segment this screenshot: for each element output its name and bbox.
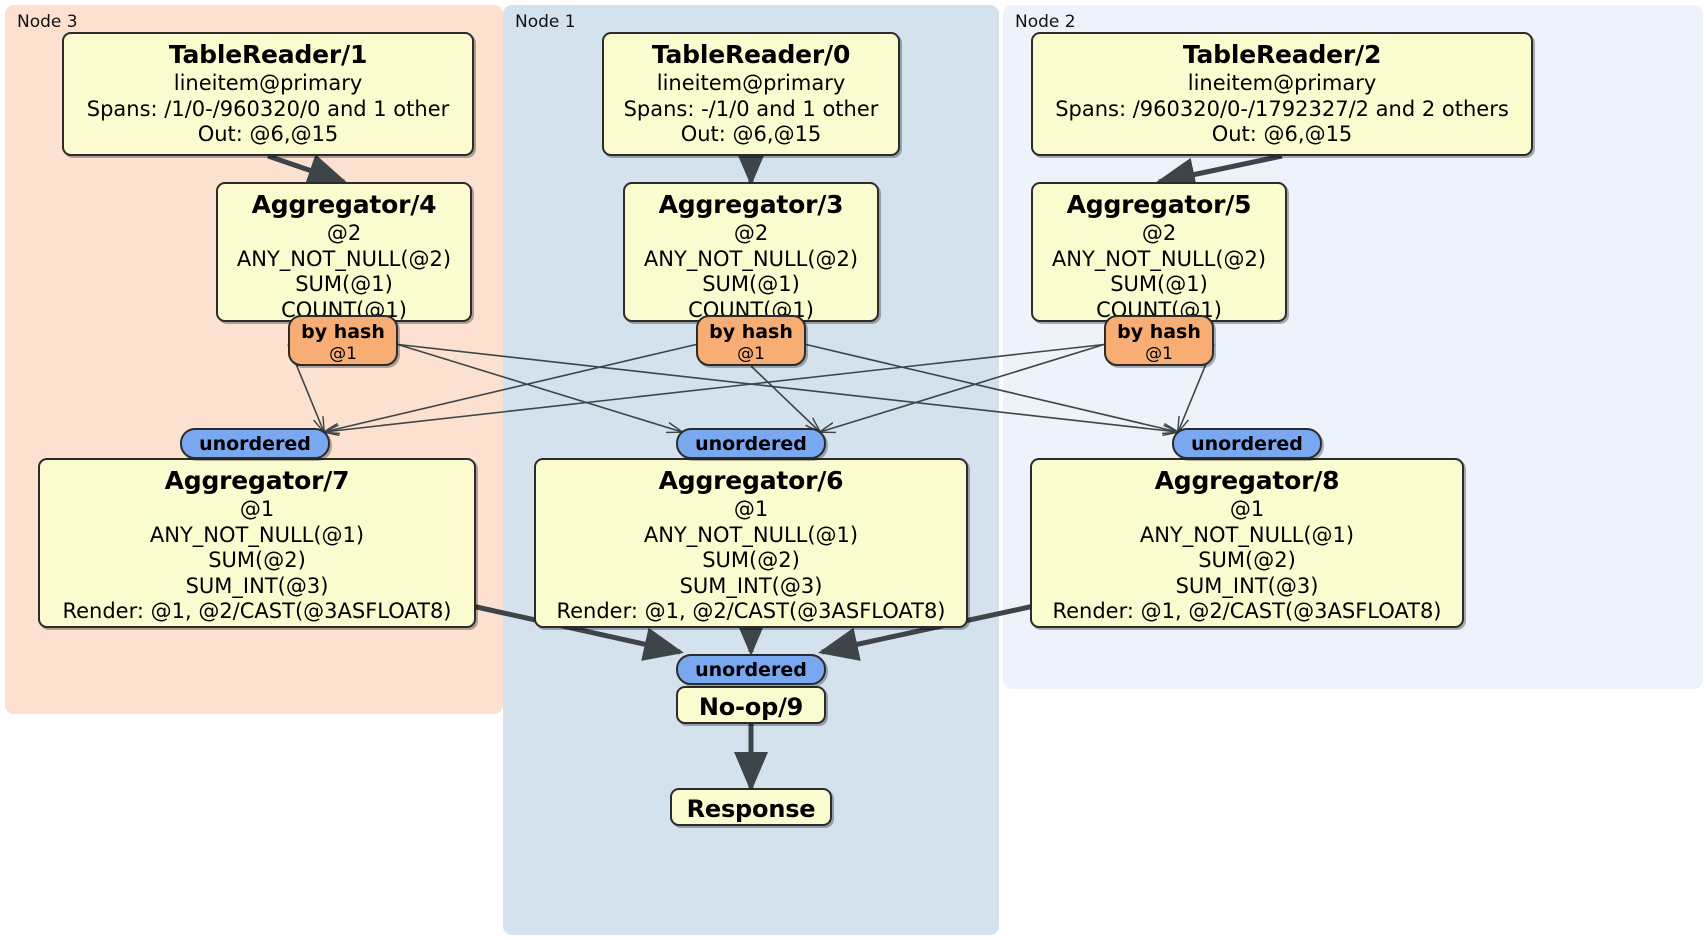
processor-detail-line: Render: @1, @2/CAST(@3ASFLOAT8) bbox=[1052, 599, 1442, 623]
processor-detail-line: @2 bbox=[1141, 221, 1177, 245]
router-hash4[interactable]: by hash@1 bbox=[288, 315, 398, 366]
processor-detail-line: lineitem@primary bbox=[173, 71, 363, 95]
processor-detail-line: ANY_NOT_NULL(@2) bbox=[1051, 246, 1267, 271]
processor-detail-line: @1 bbox=[239, 497, 275, 521]
router-sync9[interactable]: unordered bbox=[676, 654, 826, 685]
node-panel-label-node1: Node 1 bbox=[515, 12, 576, 32]
router-sync7[interactable]: unordered bbox=[180, 428, 330, 459]
processor-detail-line: Spans: /1/0-/960320/0 and 1 other bbox=[86, 96, 450, 121]
router-title: by hash bbox=[709, 321, 793, 343]
router-subtitle: @1 bbox=[1145, 344, 1173, 364]
processor-detail-line: SUM(@2) bbox=[702, 548, 800, 572]
processor-detail-line: SUM_INT(@3) bbox=[185, 573, 329, 598]
processor-detail-line: SUM(@1) bbox=[295, 272, 393, 296]
router-title: by hash bbox=[301, 321, 385, 343]
router-sync6[interactable]: unordered bbox=[676, 428, 826, 459]
processor-title: Aggregator/7 bbox=[164, 466, 350, 495]
router-hash5[interactable]: by hash@1 bbox=[1104, 315, 1214, 366]
processor-title: Aggregator/6 bbox=[658, 466, 844, 495]
processor-title: Aggregator/3 bbox=[658, 190, 844, 219]
node-panel-label-node3: Node 3 bbox=[17, 12, 78, 32]
processor-title: Aggregator/8 bbox=[1154, 466, 1340, 495]
processor-detail-line: Render: @1, @2/CAST(@3ASFLOAT8) bbox=[62, 599, 452, 623]
processor-detail-line: SUM_INT(@3) bbox=[1175, 573, 1319, 598]
processor-title: TableReader/1 bbox=[168, 40, 368, 69]
processor-response[interactable]: Response bbox=[670, 788, 832, 826]
processor-detail-line: ANY_NOT_NULL(@2) bbox=[643, 246, 859, 271]
router-subtitle: @1 bbox=[329, 344, 357, 364]
processor-noop9[interactable]: No-op/9 bbox=[676, 686, 826, 724]
processor-detail-line: ANY_NOT_NULL(@1) bbox=[1139, 522, 1355, 547]
processor-detail-line: lineitem@primary bbox=[656, 71, 846, 95]
processor-detail-line: Out: @6,@15 bbox=[197, 122, 339, 146]
router-title: by hash bbox=[1117, 321, 1201, 343]
processor-detail-line: @1 bbox=[1229, 497, 1265, 521]
processor-detail-line: lineitem@primary bbox=[1187, 71, 1377, 95]
processor-title: TableReader/2 bbox=[1182, 40, 1382, 69]
node-panel-label-node2: Node 2 bbox=[1015, 12, 1076, 32]
processor-title: Aggregator/4 bbox=[251, 190, 437, 219]
processor-detail-line: ANY_NOT_NULL(@2) bbox=[236, 246, 452, 271]
router-title: unordered bbox=[695, 659, 807, 681]
processor-detail-line: @2 bbox=[326, 221, 362, 245]
processor-detail-line: Spans: -/1/0 and 1 other bbox=[623, 96, 879, 121]
processor-detail-line: ANY_NOT_NULL(@1) bbox=[149, 522, 365, 547]
processor-title: Aggregator/5 bbox=[1066, 190, 1252, 219]
processor-detail-line: SUM(@2) bbox=[1198, 548, 1296, 572]
processor-detail-line: SUM(@2) bbox=[208, 548, 306, 572]
processor-detail-line: SUM(@1) bbox=[702, 272, 800, 296]
processor-detail-line: Spans: /960320/0-/1792327/2 and 2 others bbox=[1055, 96, 1509, 121]
router-title: unordered bbox=[199, 433, 311, 455]
router-hash3[interactable]: by hash@1 bbox=[696, 315, 806, 366]
processor-detail-line: ANY_NOT_NULL(@1) bbox=[643, 522, 859, 547]
processor-detail-line: Out: @6,@15 bbox=[680, 122, 822, 146]
processor-detail-line: SUM(@1) bbox=[1110, 272, 1208, 296]
router-subtitle: @1 bbox=[737, 344, 765, 364]
processor-detail-line: @1 bbox=[733, 497, 769, 521]
router-sync8[interactable]: unordered bbox=[1172, 428, 1322, 459]
processor-title: Response bbox=[686, 795, 816, 823]
processor-detail-line: SUM_INT(@3) bbox=[679, 573, 823, 598]
processor-detail-line: Render: @1, @2/CAST(@3ASFLOAT8) bbox=[556, 599, 946, 623]
router-title: unordered bbox=[1191, 433, 1303, 455]
processor-detail-line: Out: @6,@15 bbox=[1211, 122, 1353, 146]
processor-title: No-op/9 bbox=[698, 693, 804, 721]
processor-title: TableReader/0 bbox=[651, 40, 851, 69]
processor-detail-line: @2 bbox=[733, 221, 769, 245]
router-title: unordered bbox=[695, 433, 807, 455]
